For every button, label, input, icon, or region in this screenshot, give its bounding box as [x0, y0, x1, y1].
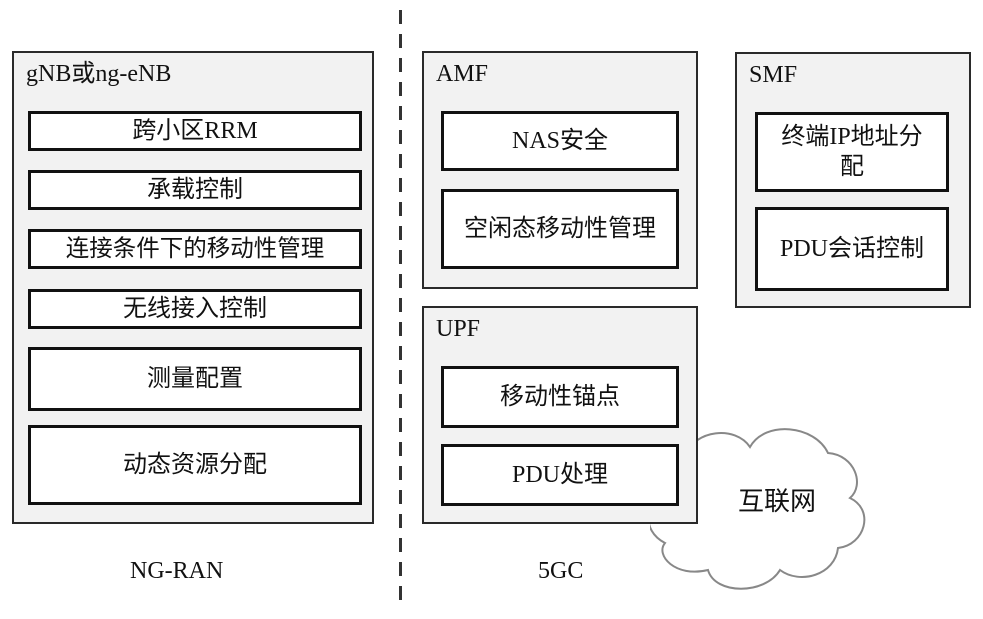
amf-group: AMF NAS安全 空闲态移动性管理 — [422, 51, 698, 289]
ran-core-divider — [399, 10, 402, 610]
function-idle-mobility: 空闲态移动性管理 — [441, 189, 679, 269]
upf-title: UPF — [436, 316, 481, 342]
upf-group: UPF 移动性锚点 PDU处理 — [422, 306, 698, 524]
function-connected-mobility: 连接条件下的移动性管理 — [28, 229, 362, 269]
gnb-group: gNB或ng-eNB 跨小区RRM 承载控制 连接条件下的移动性管理 无线接入控… — [12, 51, 374, 524]
function-dynamic-resource-allocation: 动态资源分配 — [28, 425, 362, 505]
smf-title: SMF — [749, 62, 798, 88]
function-ue-ip-allocation: 终端IP地址分配 — [755, 112, 949, 192]
amf-title: AMF — [436, 61, 489, 87]
internet-cloud-icon — [650, 428, 866, 590]
gnb-title: gNB或ng-eNB — [26, 61, 172, 87]
function-nas-security: NAS安全 — [441, 111, 679, 171]
function-inter-cell-rrm: 跨小区RRM — [28, 111, 362, 151]
function-mobility-anchor: 移动性锚点 — [441, 366, 679, 428]
smf-group: SMF 终端IP地址分配 PDU会话控制 — [735, 52, 971, 308]
5gc-caption: 5GC — [538, 558, 584, 584]
function-radio-admission-control: 无线接入控制 — [28, 289, 362, 329]
ng-ran-caption: NG-RAN — [130, 558, 224, 584]
function-pdu-session-control: PDU会话控制 — [755, 207, 949, 291]
internet-label: 互联网 — [738, 487, 817, 516]
function-pdu-handling: PDU处理 — [441, 444, 679, 506]
function-bearer-control: 承载控制 — [28, 170, 362, 210]
function-measurement-config: 测量配置 — [28, 347, 362, 411]
